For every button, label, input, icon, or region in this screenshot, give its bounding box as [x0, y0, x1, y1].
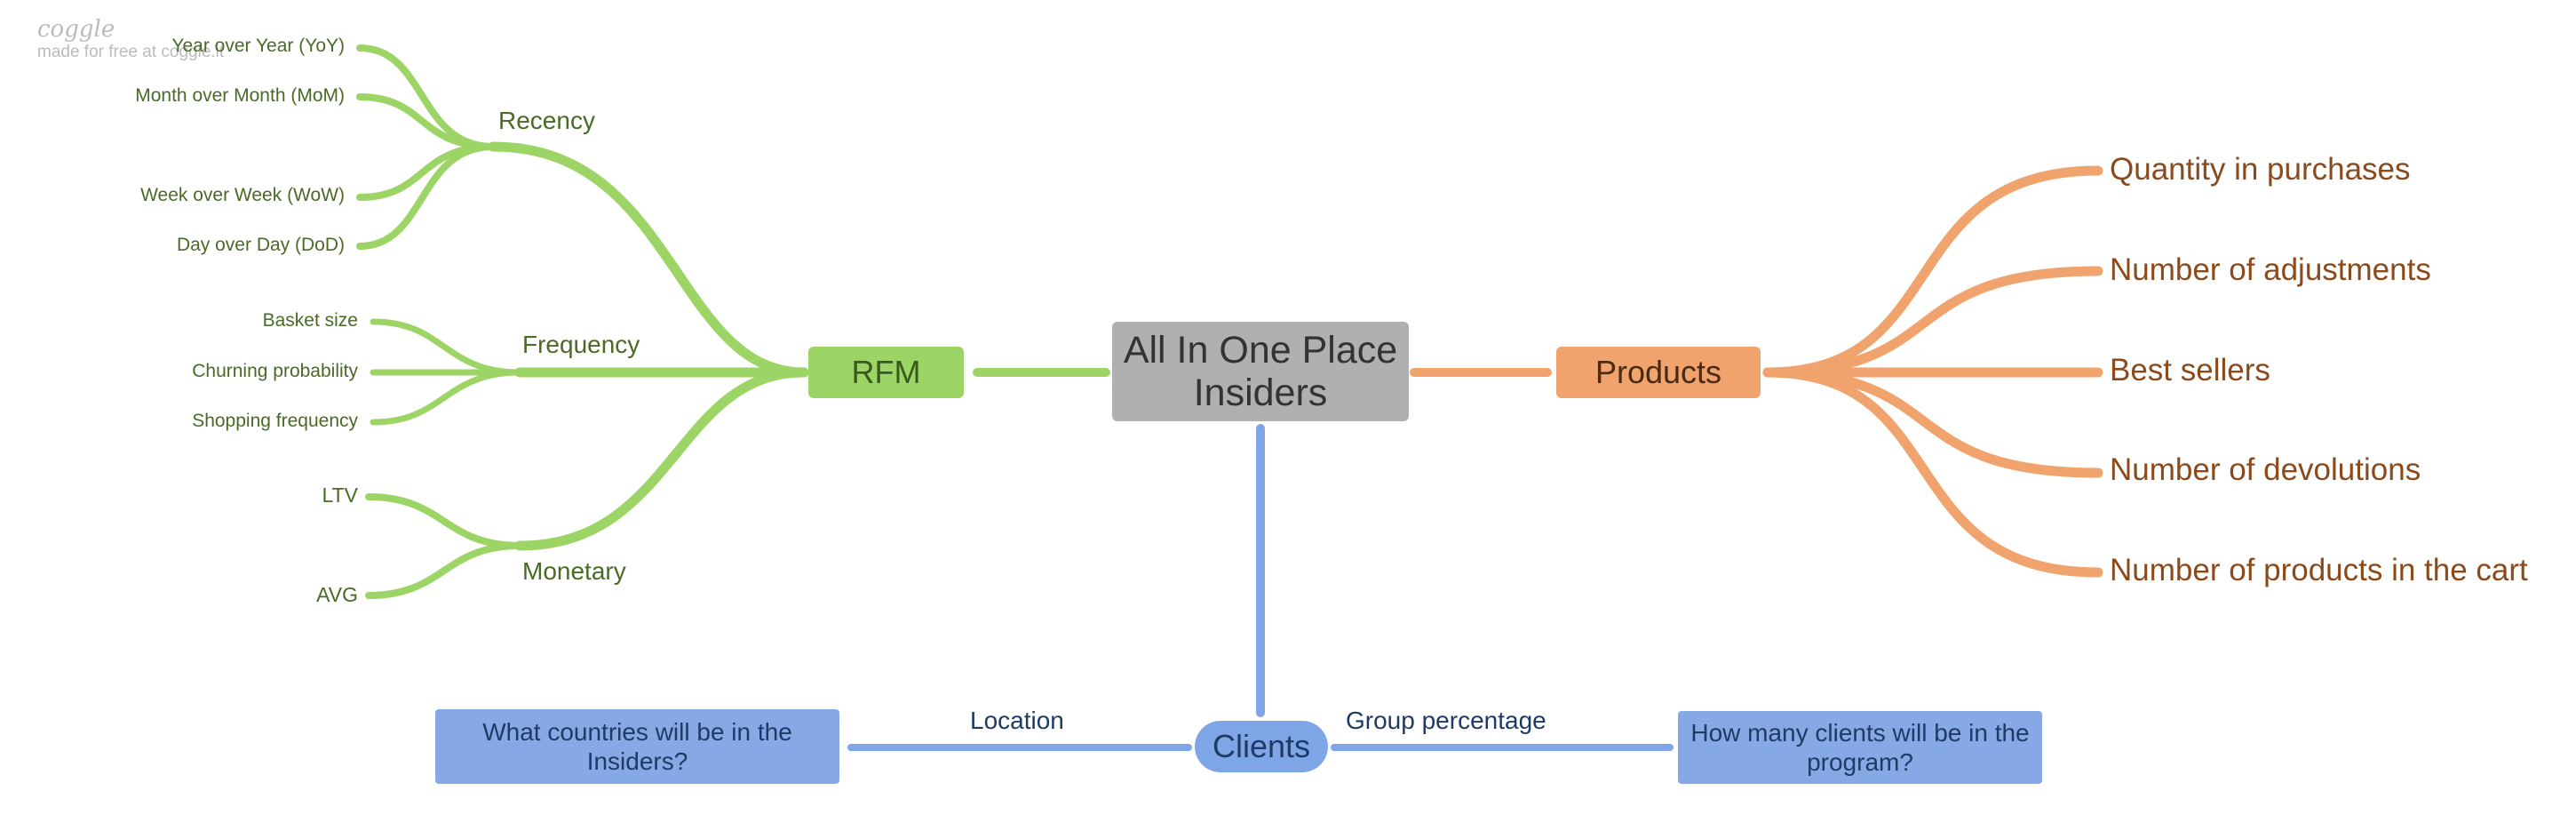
group-question-node[interactable]: How many clients will be in the program? [1678, 711, 2042, 784]
group-percentage-label[interactable]: Group percentage [1346, 707, 1546, 734]
edge-rfm-monetary [514, 367, 809, 551]
clients-node[interactable]: Clients [1195, 721, 1328, 772]
products-item-bestsellers[interactable]: Best sellers [2110, 353, 2270, 388]
center-node[interactable]: All In One Place Insiders [1112, 322, 1409, 421]
edge-recency-dod [356, 143, 497, 250]
frequency-item-basket[interactable]: Basket size [262, 310, 358, 331]
monetary-item-avg[interactable]: AVG [316, 583, 358, 606]
frequency-item-churn[interactable]: Churning probability [192, 361, 358, 381]
products-item-cart[interactable]: Number of products in the cart [2110, 553, 2528, 587]
location-question-node[interactable]: What countries will be in the Insiders? [435, 709, 839, 784]
coggle-tagline: made for free at coggle.it [37, 43, 225, 61]
edge-products-quantity [1762, 165, 2103, 378]
group-question-text: How many clients will be in the program? [1690, 719, 2030, 776]
products-item-adjustments[interactable]: Number of adjustments [2110, 252, 2431, 287]
products-item-quantity[interactable]: Quantity in purchases [2110, 152, 2411, 187]
edge-monetary-avg [365, 542, 523, 599]
clients-label: Clients [1212, 728, 1311, 764]
location-label[interactable]: Location [970, 707, 1064, 734]
center-title-line1: All In One Place [1123, 329, 1398, 372]
edge-products-devolutions [1762, 367, 2103, 478]
rfm-label: RFM [851, 354, 921, 390]
recency-item-wow[interactable]: Week over Week (WoW) [140, 185, 345, 205]
frequency-item-shopping[interactable]: Shopping frequency [192, 411, 358, 431]
edge-products-cart [1762, 367, 2103, 578]
products-node[interactable]: Products [1556, 347, 1761, 398]
coggle-logo: coggle [37, 16, 115, 43]
edge-products-adjustments [1762, 266, 2103, 378]
center-title-line2: Insiders [1193, 372, 1328, 414]
recency-node[interactable]: Recency [498, 107, 595, 134]
products-label: Products [1594, 354, 1722, 390]
rfm-node[interactable]: RFM [808, 347, 964, 398]
edge-recency-mom [356, 93, 497, 150]
location-question-text: What countries will be in the Insiders? [482, 718, 792, 775]
products-item-devolutions[interactable]: Number of devolutions [2110, 452, 2421, 487]
edge-frequency-basket [370, 318, 523, 376]
edge-monetary-ltv [365, 493, 523, 549]
edge-frequency-shopping [370, 369, 523, 426]
recency-item-mom[interactable]: Month over Month (MoM) [135, 85, 345, 106]
monetary-item-ltv[interactable]: LTV [322, 483, 358, 507]
recency-item-yoy[interactable]: Year over Year (YoY) [171, 36, 345, 56]
frequency-node[interactable]: Frequency [522, 331, 640, 358]
monetary-node[interactable]: Monetary [522, 557, 626, 585]
coggle-watermark: coggle made for free at coggle.it [37, 16, 224, 62]
edge-rfm-recency [488, 141, 809, 378]
recency-item-dod[interactable]: Day over Day (DoD) [176, 235, 345, 255]
